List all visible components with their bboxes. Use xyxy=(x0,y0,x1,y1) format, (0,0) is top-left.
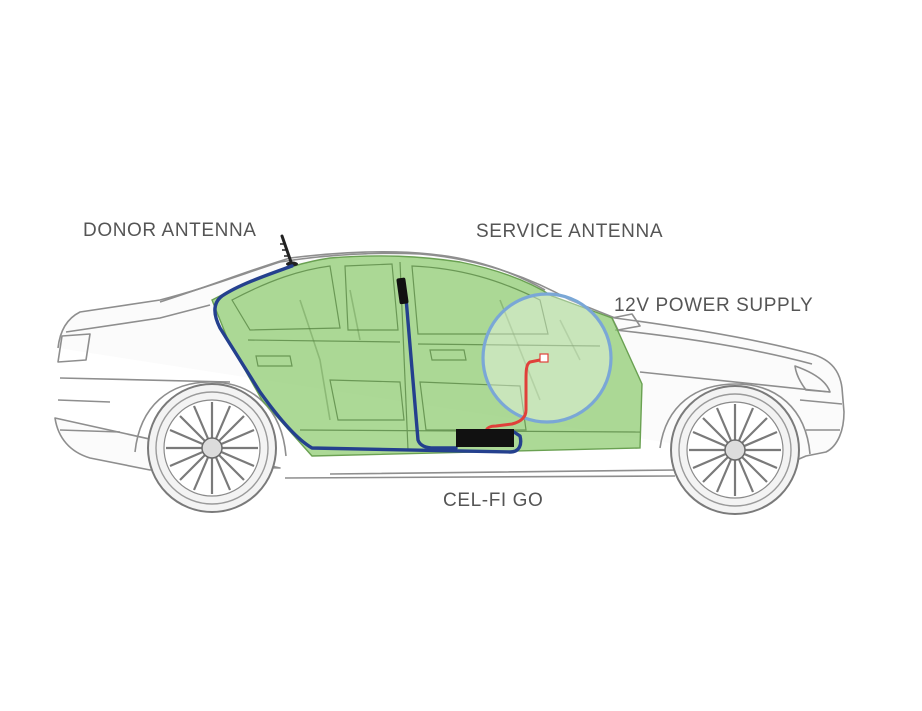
trunk-line xyxy=(65,304,211,333)
power-supply-label: 12V POWER SUPPLY xyxy=(614,295,814,316)
front-bumper xyxy=(799,399,843,431)
cel-fi-go-label: CEL-FI GO xyxy=(443,490,544,511)
service-antenna-icon xyxy=(396,277,409,305)
donor-cable xyxy=(213,264,523,454)
service-antenna-cable xyxy=(404,296,458,450)
rocker-line xyxy=(284,475,676,479)
service-antenna-label: SERVICE ANTENNA xyxy=(476,221,664,242)
side-line-mid xyxy=(639,371,831,393)
cel-fi-go-device-icon xyxy=(456,429,514,447)
rear-bumper xyxy=(57,399,121,433)
donor-antenna-label: DONOR ANTENNA xyxy=(83,220,257,241)
front-wheel xyxy=(670,385,800,515)
power-outlet xyxy=(539,353,549,363)
hood-line xyxy=(614,329,813,365)
cabin-detail-lines xyxy=(231,261,641,451)
donor-antenna-icon xyxy=(280,234,298,267)
wheel-arch-rear xyxy=(134,381,287,457)
headlight xyxy=(794,365,831,393)
roofline xyxy=(159,251,546,303)
power-cable xyxy=(484,358,542,434)
rear-wheel xyxy=(147,383,277,513)
side-line-upper xyxy=(59,377,231,383)
wheel-arch-front xyxy=(659,383,811,455)
taillight xyxy=(57,333,91,363)
